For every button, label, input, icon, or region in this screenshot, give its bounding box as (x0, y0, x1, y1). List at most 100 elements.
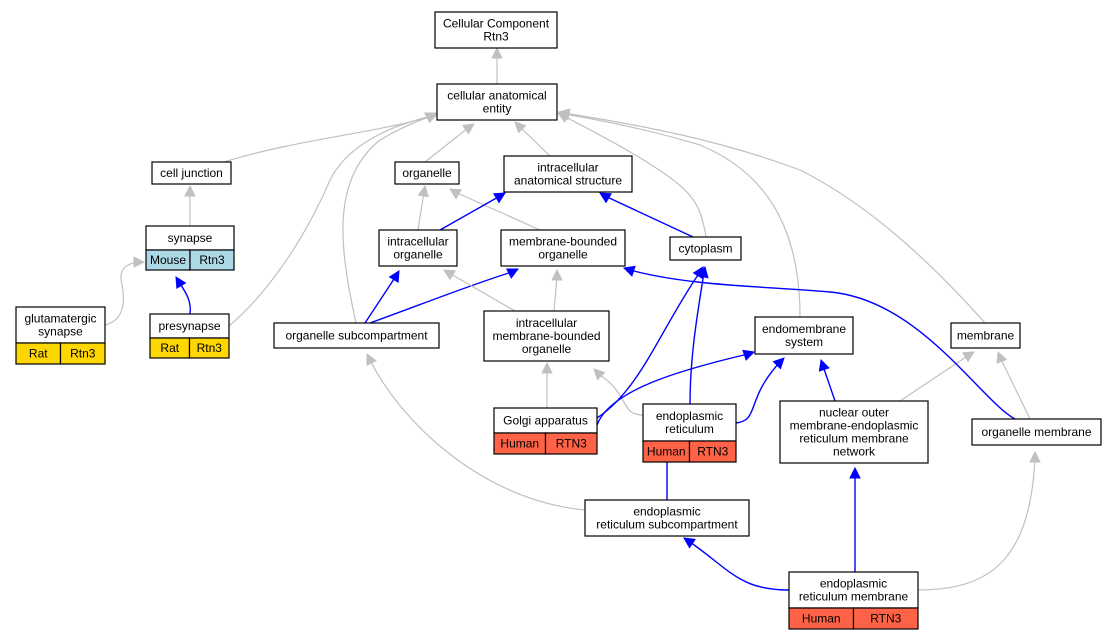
edge-line (342, 115, 433, 324)
edge-arrowhead (818, 358, 830, 372)
edge-arrowhead (175, 276, 187, 289)
annotation-species-label: Mouse (150, 253, 186, 267)
node-label-box (434, 11, 558, 49)
node-label-line: cytoplasm (678, 242, 732, 256)
node-label-line: reticulum (665, 422, 714, 436)
edge-imbo-to-mbo (551, 268, 563, 312)
node-label-box (151, 161, 232, 185)
edge-org-sub-to-mbo (369, 268, 519, 324)
edge-line (553, 275, 558, 312)
edge-line (689, 271, 705, 405)
node-label-line: organelle (402, 166, 452, 180)
node-label-line: intracellular (537, 161, 598, 175)
node-label-box (273, 322, 440, 349)
edge-line (604, 195, 694, 238)
edge-cae-to-root (491, 46, 503, 84)
node-label-line: organelle (522, 342, 572, 356)
node-label-line: nuclear outer (819, 406, 889, 420)
node-cytoplasm[interactable]: cytoplasm (669, 236, 742, 261)
edge-arrowhead (443, 269, 456, 281)
edge-presynapse-to-cae (228, 112, 439, 327)
annotation-species-label: Human (647, 445, 686, 459)
node-label-line: network (833, 445, 876, 459)
annotation-gene-label: Rtn3 (70, 347, 96, 361)
edge-line (369, 271, 513, 324)
node-label-box (779, 400, 929, 464)
edge-line (596, 353, 749, 426)
edge-line (228, 115, 433, 327)
edge-arrowhead (491, 46, 503, 59)
node-label-line: intracellular (387, 235, 448, 249)
node-label-box (500, 229, 626, 267)
edge-arrowhead (697, 265, 709, 279)
edge-arrowhead (506, 268, 519, 279)
annotation-species-label: Human (802, 612, 841, 626)
annotation-gene-label: RTN3 (870, 612, 901, 626)
edge-golgi-to-imbo (541, 361, 553, 408)
node-label-box (15, 306, 106, 344)
annotation-gene-cell (188, 337, 230, 359)
edge-line (369, 359, 586, 511)
node-nuclear[interactable]: nuclear outermembrane-endoplasmicreticul… (779, 400, 929, 464)
edge-arrowhead (462, 123, 475, 135)
node-label-line: organelle (393, 248, 443, 262)
node-organelle[interactable]: organelle (394, 161, 460, 185)
edge-cell-junction-to-cae (223, 112, 437, 163)
edge-arrowhead (593, 368, 606, 381)
node-label-box (669, 236, 742, 261)
edge-er-mem-to-er-sub (683, 537, 790, 591)
edge-nuclear-to-endomem (818, 358, 836, 402)
edge-line (735, 361, 781, 424)
edge-intra-org-to-ias (439, 192, 506, 231)
edge-line (563, 112, 986, 324)
edge-line (629, 269, 1016, 420)
node-membrane[interactable]: membrane (950, 322, 1021, 349)
node-label-box (971, 418, 1102, 446)
edge-arrowhead (622, 265, 636, 277)
edge-arrowhead (449, 188, 462, 200)
annotation-species-label: Human (500, 437, 539, 451)
edge-er-to-cytoplasm (689, 265, 709, 405)
edge-arrowhead (493, 192, 506, 204)
annotation-species-label: Rat (29, 347, 48, 361)
node-label-line: reticulum membrane (799, 432, 909, 446)
edge-er-sub-to-org-sub (366, 353, 586, 511)
edge-presynapse-to-synapse (175, 276, 192, 315)
edge-line (104, 261, 139, 326)
annotation-gene-cell (688, 440, 737, 463)
node-org-mem[interactable]: organelle membrane (971, 418, 1102, 446)
node-label-box (394, 161, 460, 185)
node-cell-junction[interactable]: cell junction (151, 161, 232, 185)
node-label-box (493, 407, 598, 434)
node-label-line: presynapse (158, 319, 220, 333)
annotation-gene-label: Rtn3 (197, 341, 223, 355)
edge-line (448, 272, 516, 312)
edge-arrowhead (133, 256, 146, 268)
node-label-box (378, 229, 458, 267)
edge-arrowhead (599, 192, 612, 204)
edge-org-sub-to-intra-org (364, 270, 400, 324)
edge-arrowhead (514, 121, 527, 134)
edges-layer (104, 46, 1041, 591)
node-org-sub[interactable]: organelle subcompartment (273, 322, 440, 349)
edge-imbo-to-intra-org (443, 269, 516, 312)
edge-arrowhead (366, 353, 377, 366)
edge-line (223, 113, 435, 163)
edge-golgi-to-endomem (596, 349, 756, 426)
edge-line (454, 191, 541, 231)
